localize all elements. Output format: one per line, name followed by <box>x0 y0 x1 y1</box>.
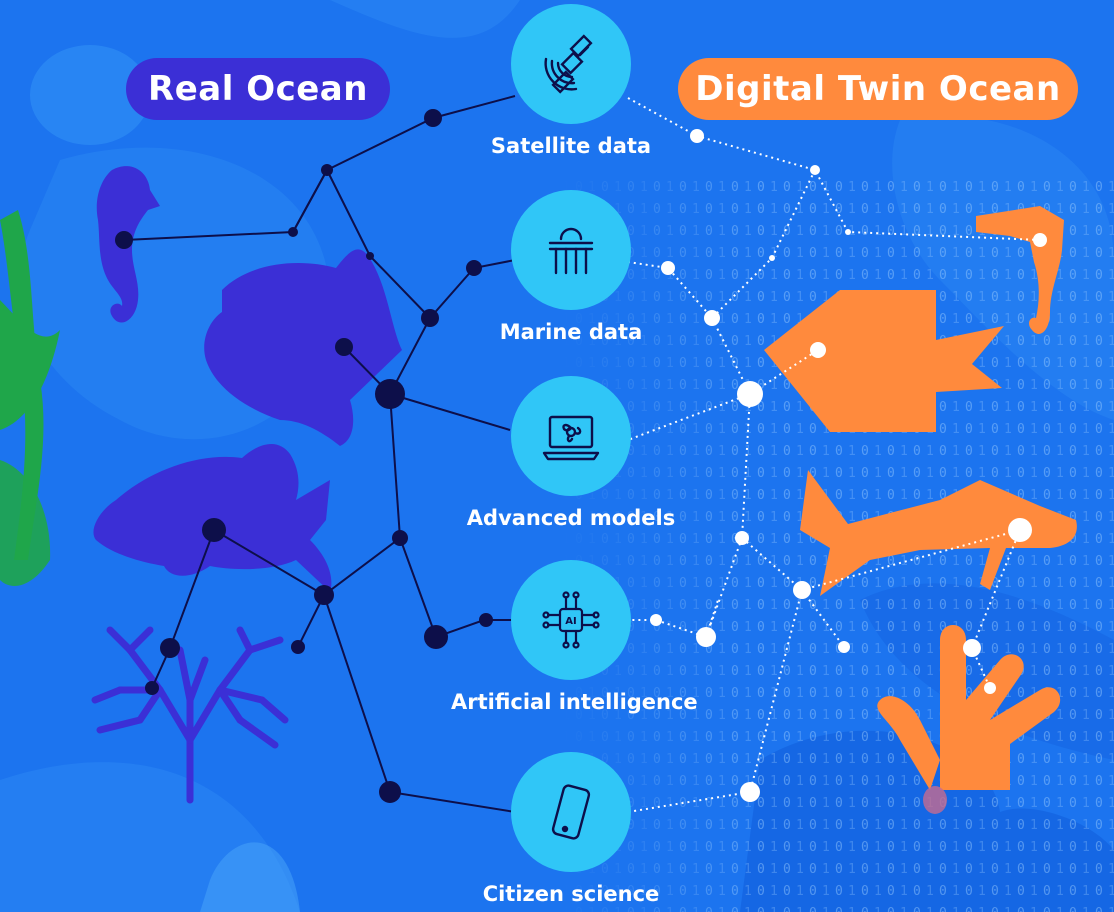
source-ai: AI Artificial intelligence <box>451 560 698 714</box>
source-label: Satellite data <box>490 134 652 158</box>
digital-shark-icon <box>800 470 1077 596</box>
real-ocean-title: Real Ocean <box>126 58 390 120</box>
fish-icon <box>93 443 332 592</box>
satellite-circle <box>511 4 631 124</box>
source-label: Marine data <box>499 320 643 344</box>
buoy-icon <box>548 227 594 275</box>
twin-network-nodes <box>650 129 1047 802</box>
ai-chip-icon: AI <box>542 591 600 649</box>
citizen-circle <box>511 752 631 872</box>
ai-circle: AI <box>511 560 631 680</box>
seaweed-icon <box>0 210 60 586</box>
svg-text:AI: AI <box>565 616 576 627</box>
models-circle <box>511 376 631 496</box>
source-label: Advanced models <box>466 506 676 530</box>
source-satellite: Satellite data <box>451 4 691 158</box>
marine-circle <box>511 190 631 310</box>
source-models: Advanced models <box>451 376 691 530</box>
source-label: Artificial intelligence <box>451 690 698 714</box>
source-label: Citizen science <box>482 882 660 906</box>
real-network-nodes <box>115 109 493 803</box>
source-marine: Marine data <box>451 190 691 344</box>
angelfish-icon <box>204 249 402 446</box>
smartphone-icon <box>551 784 591 840</box>
source-citizen: Citizen science <box>451 752 691 906</box>
digital-fish-icon <box>764 290 1004 432</box>
laptop-model-icon <box>542 415 600 461</box>
satellite-icon <box>544 34 593 94</box>
digital-coral-icon <box>877 625 1061 790</box>
digital-twin-ocean-title: Digital Twin Ocean <box>678 58 1078 120</box>
